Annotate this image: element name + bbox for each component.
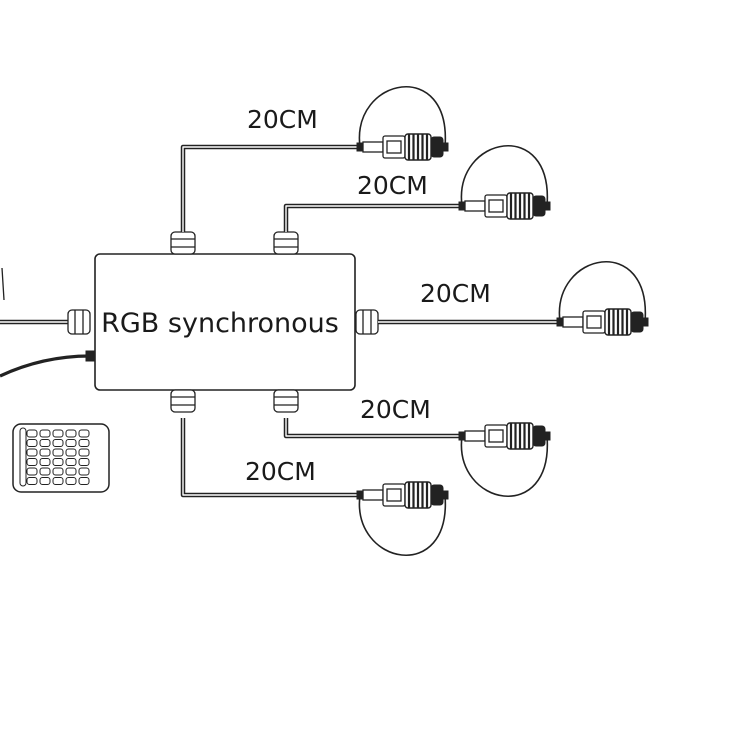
remote-button [52, 448, 64, 457]
remote-button [78, 458, 90, 466]
hub-label: RGB synchronous [101, 308, 339, 339]
remote-button [39, 477, 51, 485]
remote-receiver-wire [0, 350, 96, 378]
hub-port-right [355, 309, 379, 335]
remote-button [65, 439, 77, 447]
remote-button [65, 448, 77, 457]
hub-port-bottom-left [170, 389, 196, 413]
remote-button [52, 477, 64, 485]
length-label-bottom-left: 20CM [245, 457, 316, 486]
remote-button [78, 439, 90, 447]
connector-top-right [458, 144, 551, 220]
input-cable [0, 267, 68, 325]
remote-button [26, 448, 38, 457]
hub-box: RGB synchronous [94, 253, 356, 391]
branch-cable-bottom-right [283, 418, 462, 439]
length-label-top-left: 20CM [247, 105, 318, 134]
remote-button [52, 467, 64, 476]
remote-button [39, 458, 51, 466]
length-label-bottom-right: 20CM [360, 395, 431, 424]
remote-button [65, 477, 77, 485]
connector-top-left [356, 85, 449, 161]
hub-ports [67, 231, 379, 413]
remote-button [52, 458, 64, 466]
branch-cable-bottom-left [180, 418, 360, 498]
remote-button [26, 458, 38, 466]
connector-right [556, 260, 649, 336]
remote-button [78, 477, 90, 485]
length-label-top-right: 20CM [357, 171, 428, 200]
remote-button [65, 429, 77, 438]
remote-button [65, 467, 77, 476]
connector-bottom-left [356, 481, 449, 557]
remote-button [26, 429, 38, 438]
remote-button [52, 429, 64, 438]
remote-button [39, 448, 51, 457]
connector-bottom-right [458, 422, 551, 498]
remote-button [26, 439, 38, 447]
remote-button [78, 429, 90, 438]
remote-button [39, 429, 51, 438]
remote-button [26, 477, 38, 485]
branch-cable-top-right [283, 203, 462, 232]
remote-button [52, 439, 64, 447]
hub-port-input [67, 309, 91, 335]
remote-control-icon [12, 423, 110, 493]
hub-port-top-left [170, 231, 196, 255]
remote-button [39, 439, 51, 447]
remote-button [78, 448, 90, 457]
length-label-right: 20CM [420, 279, 491, 308]
remote-button [39, 467, 51, 476]
remote-button [78, 467, 90, 476]
remote-button [26, 467, 38, 476]
branch-cable-top-left [180, 144, 360, 232]
hub-port-bottom-right [273, 389, 299, 413]
branch-connectors [356, 85, 649, 557]
hub-port-top-right [273, 231, 299, 255]
remote-button [65, 458, 77, 466]
